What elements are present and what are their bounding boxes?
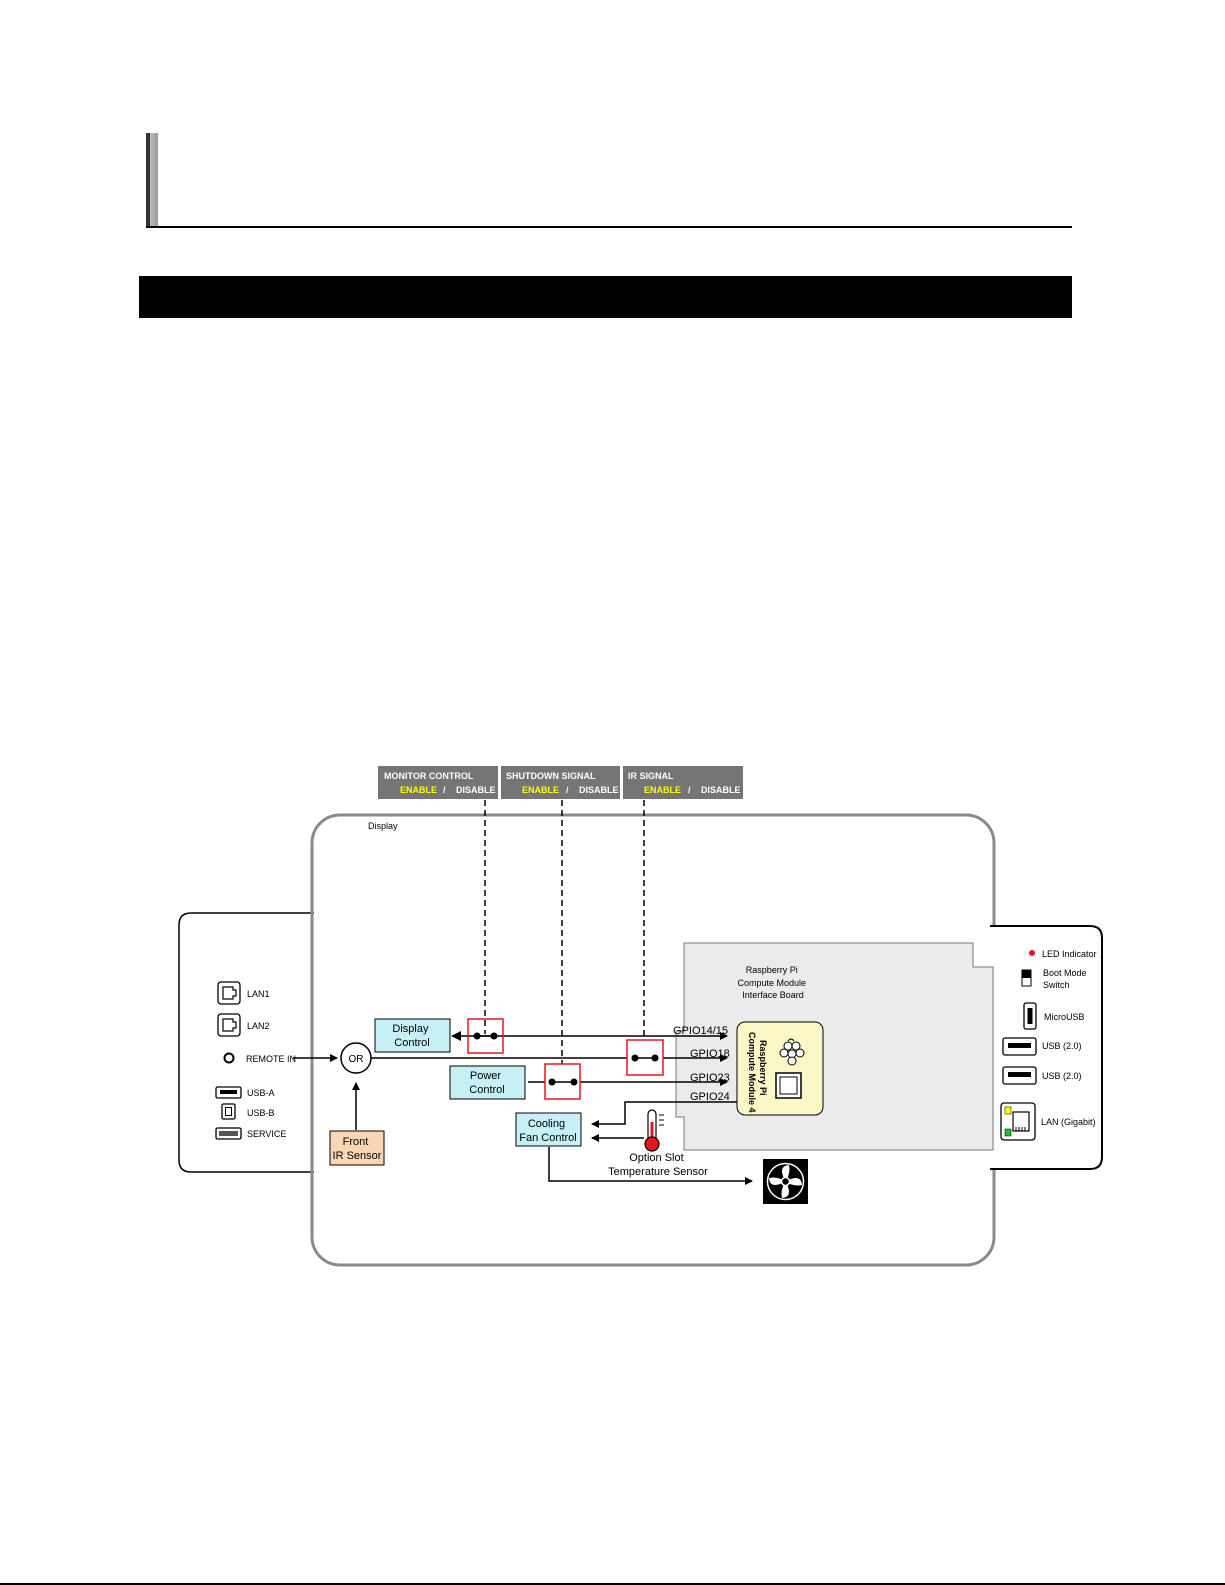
led-indicator-label: LED Indicator: [1042, 949, 1097, 959]
switch-sep: /: [566, 785, 569, 795]
gpio-label: GPIO23: [690, 1072, 730, 1084]
lan-port-icon: [217, 981, 241, 1005]
gpio-label: GPIO18: [690, 1048, 730, 1060]
temperature-sensor-label: Option Slot Temperature Sensor: [608, 1152, 708, 1178]
svg-text:Display Control: Display Control: [392, 1023, 431, 1049]
boot-mode-switch-icon: [1021, 969, 1032, 987]
led-indicator-icon: [1029, 950, 1035, 956]
usb-label: USB (2.0): [1042, 1071, 1082, 1081]
title-accent-bar: [146, 133, 158, 226]
front-ir-sensor-block: Front IR Sensor: [329, 1130, 385, 1166]
dip-switch-monitor: [467, 1018, 504, 1054]
switch-sep: /: [443, 785, 446, 795]
display-control-block: Display Control: [374, 1018, 451, 1053]
switch-title: SHUTDOWN SIGNAL: [506, 771, 596, 781]
gpio-label: GPIO24: [690, 1091, 730, 1103]
service-label: SERVICE: [247, 1129, 286, 1139]
switch-disable: DISABLE: [579, 785, 619, 795]
usb-port-icon: [1002, 1066, 1037, 1085]
switch-monitor-control: MONITOR CONTROL ENABLE / DISABLE: [378, 766, 498, 799]
gpio-label: GPIO14/15: [673, 1025, 728, 1037]
cpu-chip-icon: [775, 1072, 802, 1099]
usb-a-label: USB-A: [247, 1088, 275, 1098]
left-connector-panel: [178, 912, 314, 1173]
switch-title: IR SIGNAL: [628, 771, 674, 781]
switch-enable: ENABLE: [644, 785, 681, 795]
switch-title: MONITOR CONTROL: [384, 771, 474, 781]
micro-usb-label: MicroUSB: [1044, 1012, 1085, 1022]
usb-label: USB (2.0): [1042, 1041, 1082, 1051]
power-control-block: Power Control: [449, 1065, 526, 1100]
usb-port-icon: [1002, 1037, 1037, 1056]
lan2-label: LAN2: [247, 1021, 270, 1031]
micro-usb-port-icon: [1023, 1002, 1037, 1030]
or-gate: OR: [340, 1042, 372, 1074]
cooling-fan-control-block: Cooling Fan Control: [515, 1112, 582, 1147]
interface-board-label: Raspberry Pi Compute Module Interface Bo…: [737, 965, 808, 1000]
svg-text:Cooling Fan Control: Cooling Fan Control: [519, 1118, 576, 1144]
raspberry-pi-logo-icon: [779, 1038, 805, 1066]
dip-switch-ir: [626, 1039, 664, 1076]
svg-text:Power Control: Power Control: [469, 1070, 504, 1096]
usb-b-port-icon: [221, 1103, 236, 1120]
switch-disable: DISABLE: [456, 785, 496, 795]
footer-rule: [0, 1583, 1225, 1585]
service-port-icon: [215, 1127, 242, 1140]
interface-board: [675, 942, 994, 1151]
section-header-bar: [139, 276, 1072, 318]
display-label: Display: [368, 821, 398, 831]
cooling-fan-icon: [763, 1159, 808, 1204]
switch-enable: ENABLE: [400, 785, 437, 795]
lan-gigabit-port-icon: [1000, 1102, 1036, 1141]
thermometer-icon: [644, 1109, 664, 1152]
lan-port-icon: [217, 1013, 241, 1037]
dip-switch-shutdown: [544, 1063, 581, 1100]
switch-enable: ENABLE: [522, 785, 559, 795]
lan1-label: LAN1: [247, 989, 270, 999]
remote-in-label: REMOTE IN: [246, 1054, 296, 1064]
usb-b-label: USB-B: [247, 1108, 275, 1118]
svg-text:Front IR Sensor: Front IR Sensor: [333, 1136, 382, 1162]
lan-gigabit-label: LAN (Gigabit): [1041, 1117, 1096, 1127]
boot-mode-switch-label: Boot Mode Switch: [1043, 968, 1089, 990]
switch-ir-signal: IR SIGNAL ENABLE / DISABLE: [623, 766, 743, 799]
cm4-label: Raspberry Pi Compute Module 4: [747, 1032, 768, 1113]
switch-disable: DISABLE: [701, 785, 741, 795]
remote-in-jack-icon: [223, 1052, 235, 1064]
switch-sep: /: [688, 785, 691, 795]
title-underline: [146, 226, 1072, 228]
usb-a-port-icon: [215, 1086, 242, 1099]
svg-text:OR: OR: [349, 1054, 364, 1065]
switch-shutdown-signal: SHUTDOWN SIGNAL ENABLE / DISABLE: [501, 766, 620, 799]
